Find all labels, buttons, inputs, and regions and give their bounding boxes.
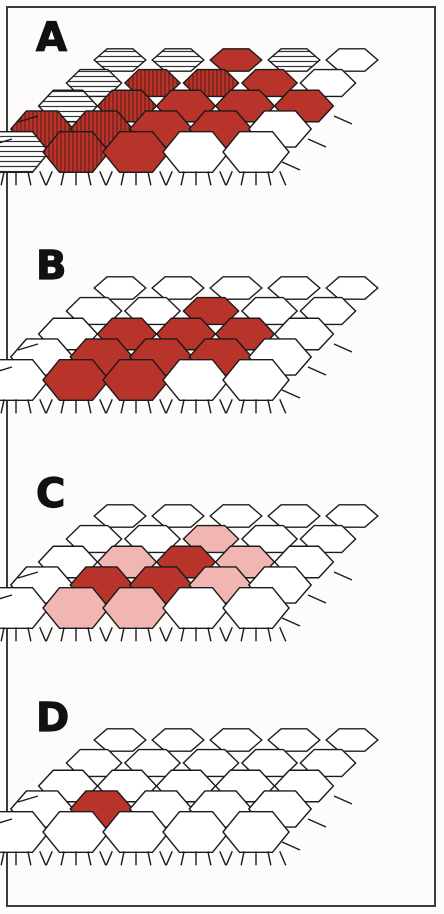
cell-legs: [46, 399, 106, 413]
cell-legs: [0, 851, 46, 865]
hex-cell: [268, 49, 320, 71]
cell-legs: [46, 171, 106, 185]
hex-cell: [210, 505, 262, 527]
cell-legs: [166, 171, 226, 185]
hex-grid-c: [0, 466, 444, 694]
cell-legs: [106, 627, 166, 641]
hex-cell: [268, 505, 320, 527]
panel-b: B: [0, 238, 444, 466]
hex-grid-b: [0, 238, 444, 466]
cell-legs: [226, 399, 286, 413]
cell-legs: [106, 851, 166, 865]
cell-legs: [166, 627, 226, 641]
panel-d: D: [0, 690, 444, 914]
hex-cell: [210, 49, 262, 71]
cell-legs: [106, 171, 166, 185]
cell-legs: [0, 171, 46, 185]
hex-cell: [152, 277, 204, 299]
cell-legs: [166, 399, 226, 413]
cell-legs: [0, 399, 46, 413]
panel-c: C: [0, 466, 444, 694]
hex-cell: [326, 49, 378, 71]
hex-cell: [268, 729, 320, 751]
hex-cell: [210, 277, 262, 299]
hex-cell: [94, 49, 146, 71]
panel-a: A: [0, 10, 444, 238]
hex-cell: [326, 729, 378, 751]
cell-legs: [166, 851, 226, 865]
cell-legs: [0, 627, 46, 641]
cell-legs: [226, 627, 286, 641]
hex-grid-a: [0, 10, 444, 238]
hex-cell: [152, 505, 204, 527]
cell-legs: [226, 851, 286, 865]
hex-cell: [326, 277, 378, 299]
cell-legs: [226, 171, 286, 185]
cell-legs: [106, 399, 166, 413]
hex-cell: [94, 277, 146, 299]
hex-cell: [326, 505, 378, 527]
cell-legs: [46, 851, 106, 865]
hex-grid-d: [0, 690, 444, 914]
hex-cell: [268, 277, 320, 299]
hex-cell: [94, 505, 146, 527]
hex-cell: [210, 729, 262, 751]
cell-legs: [46, 627, 106, 641]
hex-cell: [152, 729, 204, 751]
hex-cell: [94, 729, 146, 751]
hex-cell: [152, 49, 204, 71]
